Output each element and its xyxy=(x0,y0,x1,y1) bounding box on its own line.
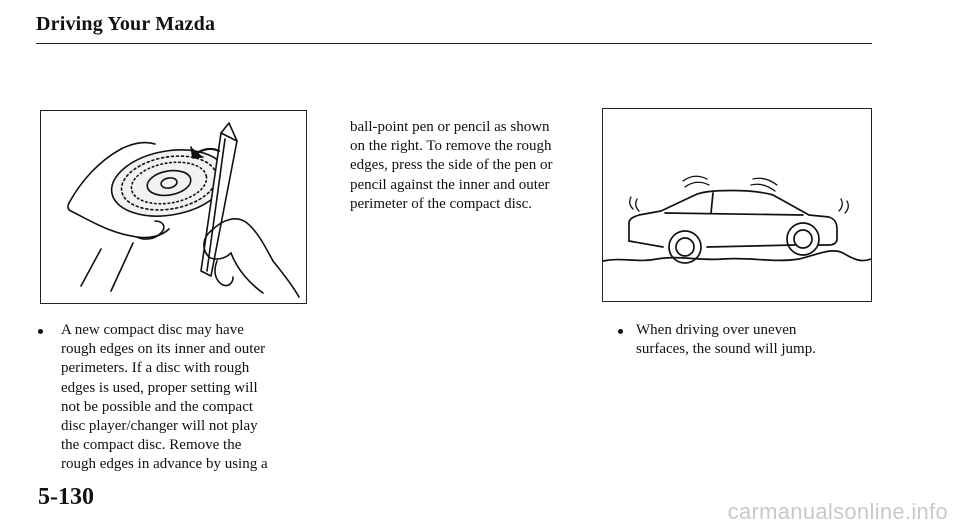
car-uneven-road-icon xyxy=(603,175,871,264)
text-line: the compact disc. Remove the xyxy=(61,437,242,454)
text-line: pencil against the inner and outer xyxy=(350,176,550,193)
text-line: disc player/changer will not play xyxy=(61,418,258,435)
text-line: edges is used, proper setting will xyxy=(61,379,258,396)
text-line: edges, press the side of the pen or xyxy=(350,157,553,174)
left-bullet-item: A new compact disc may have rough edges … xyxy=(38,321,268,475)
text-line: ball-point pen or pencil as shown xyxy=(350,119,550,135)
watermark: carmanualsonline.info xyxy=(727,499,948,524)
text-line: perimeter of the compact disc. xyxy=(350,195,533,212)
text-line: on the right. To remove the rough xyxy=(350,138,552,155)
compact-disc-pencil-icon xyxy=(67,122,300,298)
car-on-uneven-road-illustration xyxy=(602,108,872,302)
page-number: 5-130 xyxy=(38,484,94,510)
text-line: rough edges on its inner and outer xyxy=(61,341,266,358)
page-header-title: Driving Your Mazda xyxy=(36,13,216,35)
text-line: surfaces, the sound will jump. xyxy=(636,341,816,358)
text-line: perimeters. If a disc with rough xyxy=(61,360,250,377)
compact-disc-pencil-illustration xyxy=(40,110,307,304)
bullet-icon xyxy=(38,329,43,334)
text-line: A new compact disc may have xyxy=(61,322,244,338)
left-bullet-text: A new compact disc may have rough edges … xyxy=(61,321,268,475)
header-divider xyxy=(36,43,872,44)
text-line: not be possible and the compact xyxy=(61,398,254,415)
text-line: rough edges in advance by using a xyxy=(61,456,268,473)
middle-column-text: ball-point pen or pencil as shown on the… xyxy=(350,118,552,214)
right-bullet-item: When driving over uneven surfaces, the s… xyxy=(618,321,816,359)
text-line: When driving over uneven xyxy=(636,322,797,338)
right-bullet-text: When driving over uneven surfaces, the s… xyxy=(636,321,816,359)
bullet-icon xyxy=(618,329,623,334)
